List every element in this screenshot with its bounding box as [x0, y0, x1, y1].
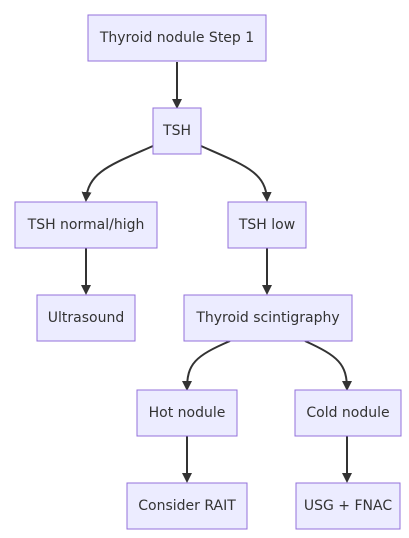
node-thyroid-scintigraphy: Thyroid scintigraphy [183, 294, 353, 342]
node-cold-nodule: Cold nodule [294, 389, 402, 437]
node-label: TSH normal/high [27, 217, 145, 233]
node-label: Ultrasound [48, 310, 124, 326]
node-label: Consider RAIT [138, 498, 236, 514]
node-tsh: TSH [152, 107, 202, 155]
edges [81, 62, 352, 483]
edge-tsh-to-tsh-normal-high [81, 145, 154, 202]
edge-scintigraphy-to-hot-nodule [182, 340, 231, 391]
node-hot-nodule: Hot nodule [136, 389, 238, 437]
node-label: Hot nodule [149, 405, 226, 421]
node-usg-fnac: USG + FNAC [295, 482, 401, 530]
node-tsh-normal-high: TSH normal/high [14, 201, 158, 249]
nodes: Thyroid nodule Step 1 TSH TSH normal/hig… [14, 14, 402, 530]
node-label: TSH [162, 123, 191, 139]
node-consider-rait: Consider RAIT [126, 482, 248, 530]
node-ultrasound: Ultrasound [36, 294, 136, 342]
node-thyroid-nodule-step-1: Thyroid nodule Step 1 [87, 14, 267, 62]
node-label: Thyroid scintigraphy [195, 310, 339, 326]
node-label: Cold nodule [306, 405, 389, 421]
node-label: TSH low [238, 217, 295, 233]
edge-tsh-to-tsh-low [200, 145, 272, 202]
edge-scintigraphy-to-cold-nodule [304, 340, 352, 391]
node-label: USG + FNAC [304, 498, 392, 514]
node-tsh-low: TSH low [227, 201, 307, 249]
node-label: Thyroid nodule Step 1 [99, 30, 254, 46]
